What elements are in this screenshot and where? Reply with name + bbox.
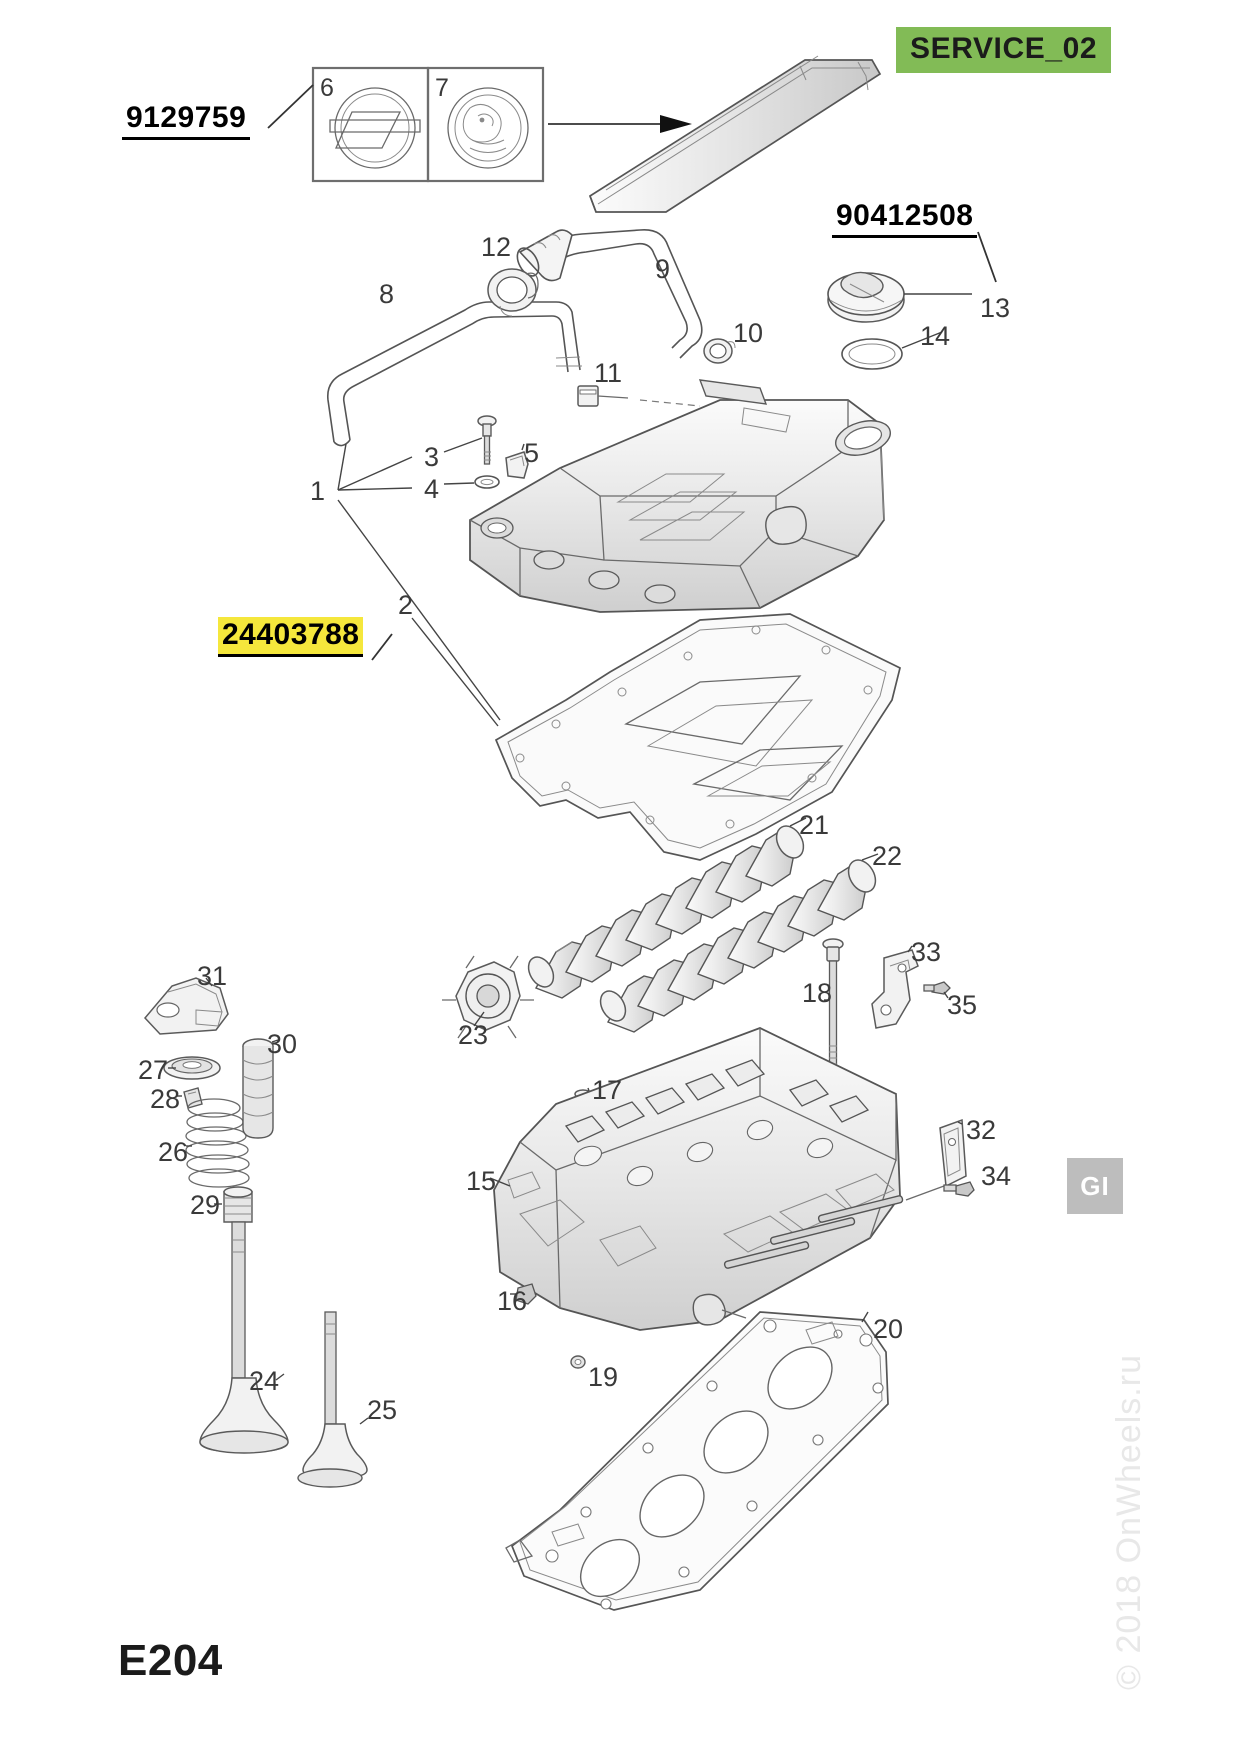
diagram-code: E204 (118, 1636, 223, 1685)
oil-cap-seal-14 (841, 331, 943, 370)
emblem-box-number-7: 7 (435, 74, 449, 102)
callout-28: 28 (150, 1084, 181, 1114)
callout-20: 20 (873, 1314, 904, 1344)
emblem-box-group (311, 66, 545, 183)
callout-27: 27 (138, 1055, 169, 1085)
leader-group-1 (337, 443, 501, 721)
bracket-plate-32 (905, 1118, 967, 1201)
callout-14: 14 (920, 321, 951, 351)
status-badge-service: SERVICE_02 (896, 27, 1112, 73)
callout-33: 33 (911, 937, 942, 967)
camshaft-21 (527, 817, 807, 999)
part-number-9129759[interactable]: 9129759 (122, 100, 251, 140)
cover-trim-strip (588, 55, 882, 213)
callout-1: 1 (310, 476, 326, 506)
callout-19: 19 (588, 1362, 619, 1392)
hose-clamp-10 (703, 338, 736, 364)
camshaft-sprocket-hub-23 (442, 955, 534, 1039)
screw-34 (943, 1181, 975, 1197)
callout-26: 26 (158, 1137, 189, 1167)
callout-12: 12 (481, 232, 512, 262)
leader-9129759 (267, 84, 314, 129)
callout-17: 17 (592, 1075, 623, 1105)
rocker-arm-31 (143, 977, 229, 1035)
callout-8: 8 (379, 279, 395, 309)
part-number-90412508[interactable]: 90412508 (832, 198, 978, 238)
callout-30: 30 (267, 1029, 298, 1059)
callout-13: 13 (980, 293, 1011, 323)
vent-hose-9 (516, 229, 703, 359)
callout-35: 35 (947, 990, 978, 1020)
gi-logo-mark: GI (1067, 1158, 1123, 1214)
exhaust-valve-25 (297, 1311, 369, 1488)
intake-valve-24 (199, 1221, 289, 1454)
clip-5 (505, 443, 529, 479)
valve-stem-seal-29 (214, 1186, 253, 1223)
callout-34: 34 (981, 1161, 1012, 1191)
breather-hose-8 (326, 301, 582, 447)
valve-spring-26 (185, 1098, 250, 1188)
callout-18: 18 (802, 978, 833, 1008)
callout-32: 32 (966, 1115, 997, 1145)
valve-spring-retainer-27 (163, 1056, 221, 1080)
opel-logo (329, 87, 421, 169)
callout-10: 10 (733, 318, 764, 348)
camshaft-cover (469, 379, 891, 613)
callout-25: 25 (367, 1395, 398, 1425)
callout-16: 16 (497, 1286, 528, 1316)
seal-ring-4 (443, 475, 500, 489)
callout-31: 31 (197, 961, 228, 991)
emblem-box-number-6: 6 (320, 74, 334, 102)
callout-29: 29 (190, 1190, 221, 1220)
callout-2: 2 (398, 590, 414, 620)
copyright-watermark: © 2018 OnWheels.ru (1110, 1354, 1148, 1690)
cylinder-head-15 (489, 1027, 904, 1331)
cover-bolt-3 (443, 415, 497, 465)
callout-9: 9 (655, 254, 671, 284)
callout-5: 5 (524, 438, 540, 468)
callout-15: 15 (466, 1166, 497, 1196)
dowel-pin-19 (570, 1355, 586, 1369)
camshaft-cover-gasket-2 (494, 613, 901, 861)
callout-11: 11 (594, 358, 623, 388)
callout-24: 24 (249, 1366, 280, 1396)
assembly-arrow (548, 115, 692, 133)
cylinder-head-gasket-20 (505, 1311, 889, 1611)
lifting-bracket-33 (871, 945, 919, 1029)
vauxhall-griffin-logo (447, 87, 529, 169)
callout-21: 21 (799, 810, 830, 840)
hose-clamp-12 (487, 268, 539, 317)
bolt-35 (923, 981, 951, 999)
connector-fitting-11 (577, 385, 701, 407)
callout-23: 23 (458, 1020, 489, 1050)
plug-16 (510, 1283, 537, 1305)
oil-filler-cap-13 (827, 271, 972, 323)
callout-3: 3 (424, 442, 440, 472)
camshaft-22 (599, 853, 879, 1033)
callout-4: 4 (424, 474, 440, 504)
hydraulic-lash-adjuster-30 (242, 1038, 279, 1139)
part-number-24403788[interactable]: 24403788 (218, 617, 364, 657)
cylinder-head-bolt-18 (822, 938, 844, 1070)
valve-collet-28 (176, 1087, 203, 1109)
callout-22: 22 (872, 841, 903, 871)
